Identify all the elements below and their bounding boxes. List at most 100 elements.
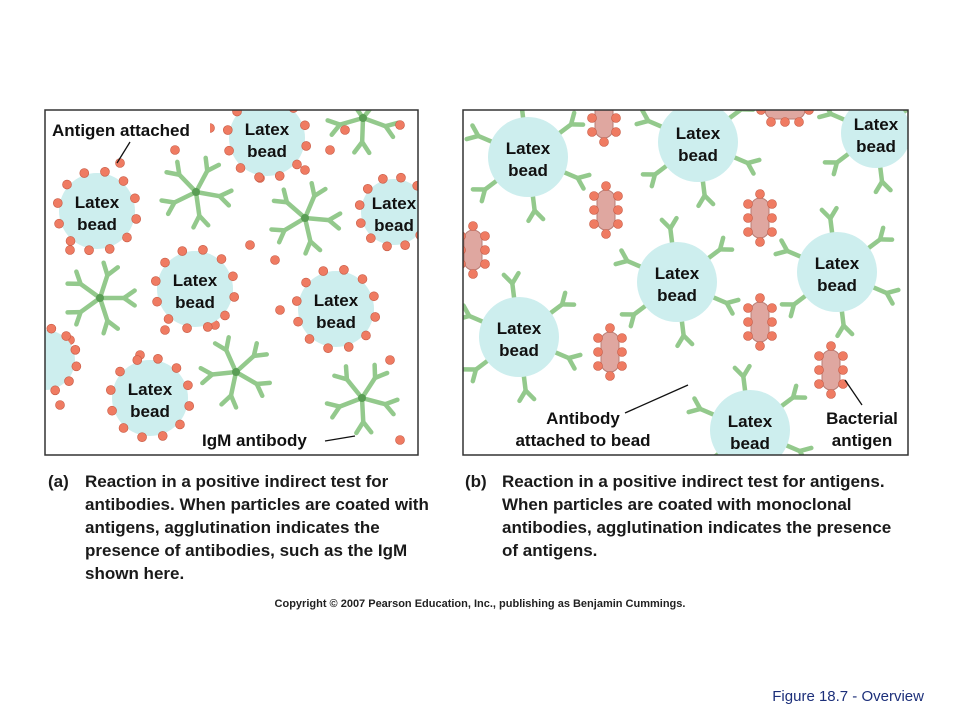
antigen-dot [587,127,597,137]
bacterial-antigen [463,221,490,279]
antigen-dot [10,366,19,375]
antibody-segment [631,303,648,317]
antigen-dot [780,117,790,127]
antigen-dot [611,127,621,137]
bead-body [298,271,374,347]
antigen-dot [64,376,74,386]
antigen-dot [202,322,213,332]
antibody-segment [372,370,390,381]
antibody-segment [698,406,716,417]
antigen-dot [153,353,163,364]
antigen-dot [289,110,298,113]
antigen-dot [743,213,753,223]
antigen-dot [62,179,72,190]
antigen-dot [601,229,611,239]
igm-center [359,114,367,122]
antibody-segment [97,295,110,324]
antibody-segment [828,205,839,221]
bead-body [637,242,717,322]
bead-body [361,179,418,245]
antibody-segment [884,290,895,306]
antigen-dot [743,227,753,237]
antigen-dot [617,333,627,343]
antibody-segment [463,303,472,319]
antibody-segment [530,194,537,213]
bacterial-antigen [743,293,777,351]
antibody-segment [905,144,908,149]
antigen-dot [220,310,230,321]
antigen-dot [163,314,174,324]
bead-label-line1: Latex [75,193,120,212]
leader-line [624,384,689,414]
bacterial-antigen [743,189,777,247]
antigen-dot [356,218,366,228]
antigen-dot [132,355,143,365]
antibody-segment [191,213,202,230]
antigen-dot [343,342,354,352]
antigen-dot [767,303,777,313]
bead-body [45,330,75,390]
antigen-dot [301,141,312,151]
antibody-segment [378,95,390,99]
antigen-dot [104,244,115,254]
antibody-segment [675,333,686,349]
antigen-dot [589,191,599,201]
bead-label-line2: bead [508,161,548,180]
antigen-dot [613,205,623,215]
antigen-dot [274,171,285,181]
antibody-segment [303,239,313,256]
antibody-segment [198,365,215,377]
bead-label-line2: bead [657,286,697,305]
label-bacterial-line1: Bacterial [826,409,898,428]
antigen-dot [228,271,238,282]
antibody-segment [101,318,110,336]
leader-line [844,379,863,406]
antigen-dot [480,231,490,241]
antibody-segment [921,152,927,162]
antibody-segment [691,88,693,102]
antibody-segment [470,123,481,139]
antigen-dot [323,343,333,354]
antibody-segment [640,110,651,124]
antibody-segment [727,110,744,121]
antigen-dot [617,361,627,371]
antibody-segment [724,300,735,316]
antibody-segment [700,179,707,198]
antibody-segment [175,159,182,177]
antigen-dot [70,345,81,355]
bacterial-antigen [756,110,814,127]
antibody-segment [521,374,528,393]
bead-label-line1: Latex [854,115,899,134]
antibody-segment [325,118,343,127]
antibody-segment [343,364,350,382]
antigen-dot [767,227,777,237]
antibody-segment [575,175,586,191]
antigen-dot [468,221,478,231]
igm-center [192,188,200,196]
igm-antibody [198,335,272,410]
antibody-segment [521,93,527,103]
antigen-dot [304,334,315,344]
antigen-dot [755,189,765,199]
antibody-segment [553,350,571,361]
antibody-segment [251,352,269,359]
bead-label-line2: bead [817,276,857,295]
figure-id: Figure 18.7 - Overview [772,688,924,705]
bead-label-line1: Latex [497,319,542,338]
antigen-dot [152,296,162,307]
antibody-segment [209,369,239,377]
antibody-segment [510,270,521,286]
bacterial-body [750,197,770,239]
antigen-dot [826,341,836,351]
bead-body [841,110,908,168]
antigen-dot [605,323,615,333]
antibody-segment [378,86,379,99]
antibody-segment [302,193,317,221]
antigen-dot [395,435,405,445]
antigen-dot [463,231,466,241]
antigen-dot [270,94,279,103]
antibody-segment [467,313,485,324]
